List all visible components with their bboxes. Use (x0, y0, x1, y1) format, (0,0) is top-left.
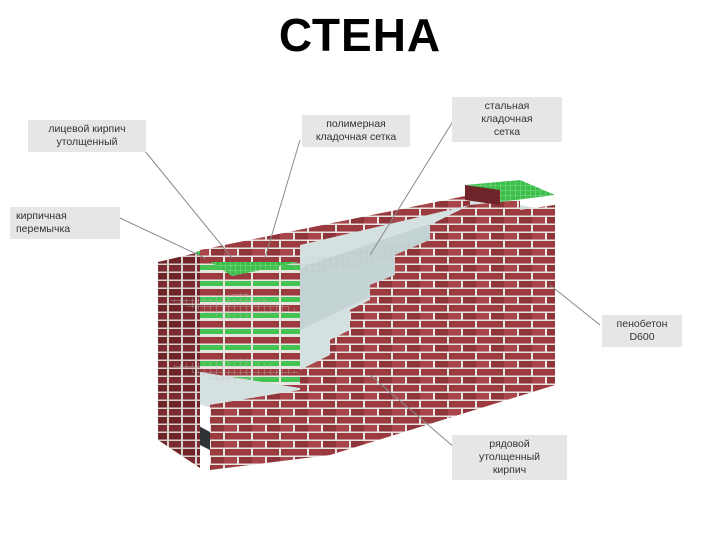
callout-ordinary-brick-line2: кирпич (492, 464, 527, 476)
front-brick-wall (200, 195, 555, 470)
leader-foam-concrete (549, 284, 601, 326)
callout-brick-lintel: кирпичная перемычка (10, 207, 120, 239)
callout-brick-lintel-line1: кирпичная перемычка (16, 210, 71, 235)
right-top-mesh (465, 180, 555, 205)
callout-steel-mesh: стальная кладочная сетка (452, 97, 562, 142)
callout-steel-mesh-line1: стальная кладочная (481, 100, 533, 125)
callout-face-brick-line2: утолщенный (56, 136, 118, 148)
callout-polymer-mesh-line1: полимерная (326, 118, 386, 130)
callout-steel-mesh-line2: сетка (493, 126, 521, 138)
leader-steel-mesh (369, 117, 456, 256)
callout-ordinary-brick: рядовой утолщенный кирпич (452, 435, 567, 480)
callout-face-brick: лицевой кирпич утолщенный (28, 120, 146, 152)
callout-foam-concrete: пенобетон D600 (602, 315, 682, 347)
callout-foam-concrete-line2: D600 (629, 331, 655, 343)
callout-face-brick-line1: лицевой кирпич (48, 123, 126, 135)
callout-foam-concrete-line1: пенобетон (616, 318, 668, 330)
leader-polymer-mesh (264, 139, 301, 259)
callout-ordinary-brick-line1: рядовой утолщенный (478, 438, 541, 463)
callout-polymer-mesh: полимерная кладочная сетка (302, 115, 410, 147)
leader-ordinary-brick (369, 374, 456, 449)
leader-face-brick (139, 144, 233, 259)
leader-lines (119, 117, 601, 449)
slide-title: СТЕНА (278, 9, 442, 61)
leader-brick-lintel (119, 217, 206, 259)
callout-polymer-mesh-line2: кладочная сетка (315, 131, 397, 143)
polymer-mesh-strips (170, 240, 440, 383)
